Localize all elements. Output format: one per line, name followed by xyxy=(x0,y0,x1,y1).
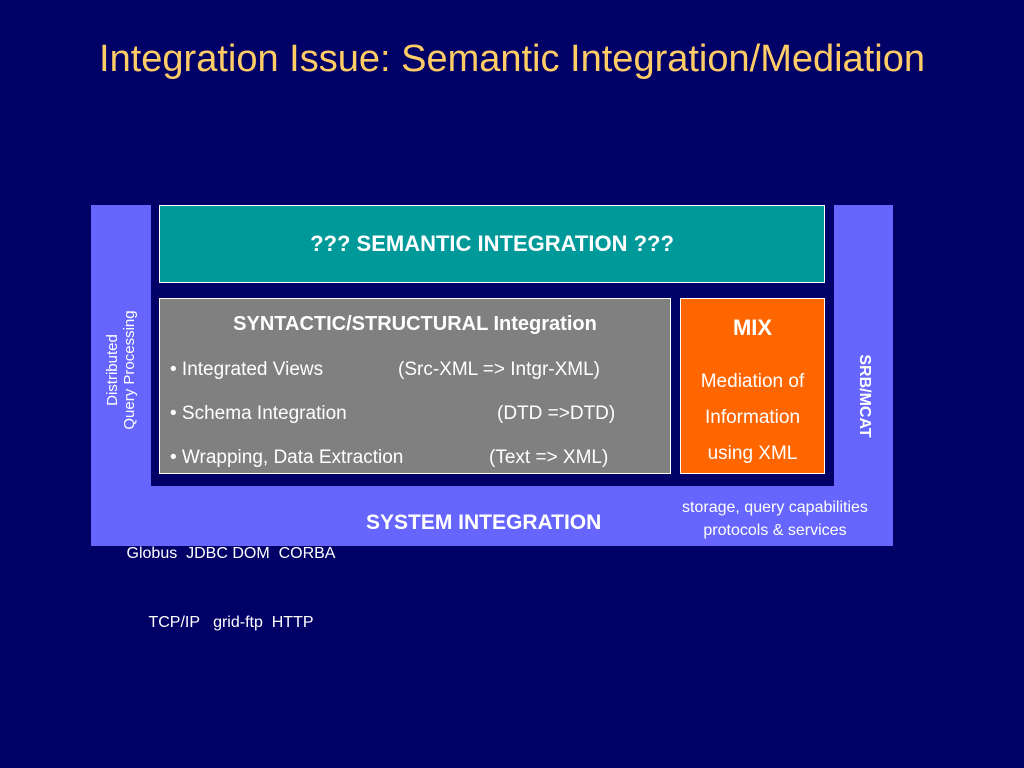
mix-title: MIX xyxy=(732,315,773,340)
mix-box: MIX Mediation of Information using XML xyxy=(680,298,825,474)
syntactic-row-right: (DTD =>DTD) xyxy=(497,403,616,424)
syntactic-row: • Wrapping, Data Extraction (Text => XML… xyxy=(170,447,608,469)
protocol-line: TCP/IP grid-ftp HTTP xyxy=(148,614,314,631)
syntactic-row: • Schema Integration (DTD =>DTD) xyxy=(170,403,615,425)
distributed-query-label: Distributed Query Processing xyxy=(104,310,138,429)
mix-description: Mediation of Information using XML xyxy=(681,364,824,472)
system-integration-label: SYSTEM INTEGRATION xyxy=(366,511,602,534)
distributed-query-line: Distributed xyxy=(104,334,121,406)
semantic-integration-label: ??? SEMANTIC INTEGRATION ??? xyxy=(310,231,674,256)
storage-capabilities: storage, query capabilities protocols & … xyxy=(655,496,895,542)
syntactic-row-left: • Schema Integration xyxy=(170,403,347,424)
mix-line: Information xyxy=(704,407,801,428)
syntactic-row-left: • Wrapping, Data Extraction xyxy=(170,447,404,468)
protocol-list: Globus JDBC DOM CORBA TCP/IP grid-ftp HT… xyxy=(96,496,366,680)
slide-title: Integration Issue: Semantic Integration/… xyxy=(99,38,925,80)
srb-mcat-label: SRB/MCAT xyxy=(856,354,873,438)
distributed-query-line: Query Processing xyxy=(121,310,138,430)
syntactic-row-right: (Text => XML) xyxy=(489,447,609,468)
storage-line: storage, query capabilities xyxy=(682,499,868,516)
syntactic-row-left: • Integrated Views xyxy=(170,359,324,380)
mix-line: using XML xyxy=(707,443,798,464)
mix-line: Mediation of xyxy=(700,371,805,392)
syntactic-row: • Integrated Views (Src-XML => Intgr-XML… xyxy=(170,359,600,381)
storage-line: protocols & services xyxy=(703,522,847,539)
semantic-integration-box: ??? SEMANTIC INTEGRATION ??? xyxy=(159,205,825,283)
protocol-line: Globus JDBC DOM CORBA xyxy=(126,545,336,562)
syntactic-heading: SYNTACTIC/STRUCTURAL Integration xyxy=(233,313,597,335)
syntactic-integration-box: SYNTACTIC/STRUCTURAL Integration • Integ… xyxy=(159,298,671,474)
syntactic-row-right: (Src-XML => Intgr-XML) xyxy=(398,359,601,380)
